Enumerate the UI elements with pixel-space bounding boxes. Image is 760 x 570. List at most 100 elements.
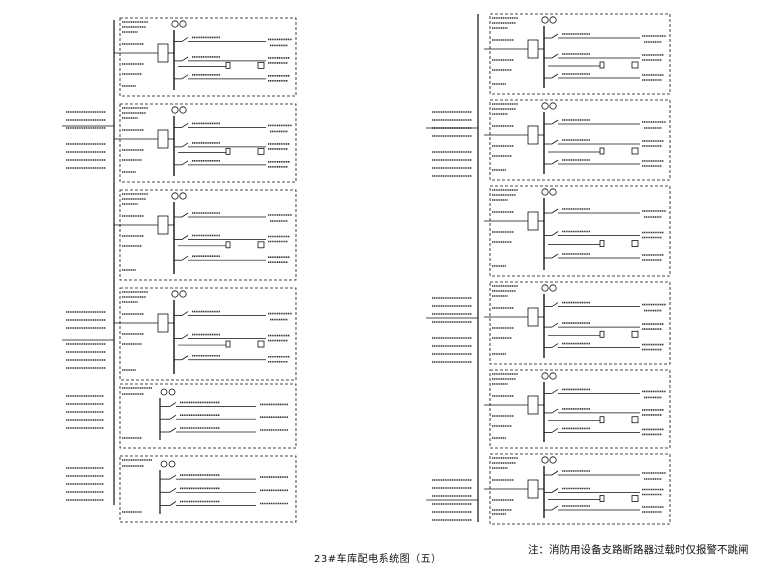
wire <box>181 142 189 148</box>
meter-symbol <box>168 460 176 468</box>
panel-boundary <box>119 17 297 97</box>
panel-boundary <box>119 103 297 183</box>
wire <box>181 160 189 166</box>
wire <box>551 322 559 328</box>
sub-board-boundary <box>119 455 297 523</box>
switch-box <box>157 129 169 149</box>
panel-boundary <box>489 185 671 277</box>
meter-symbol <box>160 460 168 468</box>
wire <box>181 74 189 80</box>
left-distribution-column <box>62 17 297 523</box>
meter-symbol <box>171 20 179 28</box>
meter-symbol <box>549 188 557 196</box>
switch-box <box>527 395 539 415</box>
distribution-panel <box>114 17 297 97</box>
wire <box>181 123 189 128</box>
meter-symbol <box>168 388 176 396</box>
distribution-panel <box>484 99 671 181</box>
panel-boundary <box>489 99 671 181</box>
wire <box>551 231 559 236</box>
panel-boundary <box>119 287 297 381</box>
distribution-panel <box>114 103 297 183</box>
contact-marker <box>225 340 231 348</box>
alarm-box <box>257 340 265 348</box>
wire <box>181 56 189 62</box>
wire <box>169 414 177 420</box>
wire <box>551 53 559 59</box>
wire <box>551 73 559 79</box>
contact-marker <box>599 330 605 338</box>
wire <box>169 487 177 493</box>
alarm-box <box>257 241 265 249</box>
distribution-panel <box>484 369 671 449</box>
switch-box <box>157 215 169 235</box>
contact-marker <box>225 61 231 69</box>
alarm-box <box>631 240 639 247</box>
meter-symbol <box>171 290 179 298</box>
meter-symbol <box>179 20 187 28</box>
contact-marker <box>599 416 605 424</box>
meter-symbol <box>541 284 549 292</box>
wire <box>551 343 559 348</box>
wire <box>181 255 189 261</box>
alarm-box <box>631 147 639 155</box>
wire <box>551 470 559 476</box>
distribution-panel <box>484 185 671 277</box>
contact-marker <box>225 147 231 155</box>
alarm-box <box>631 495 639 502</box>
meter-symbol <box>549 16 557 24</box>
switch-box <box>527 307 539 327</box>
alarm-box <box>631 416 639 424</box>
wire <box>181 311 189 316</box>
wire <box>181 37 189 42</box>
switch-box <box>157 313 169 333</box>
meter-symbol <box>541 16 549 24</box>
meter-symbol <box>541 188 549 196</box>
sub-distribution-board <box>119 383 297 449</box>
wire <box>181 355 189 361</box>
diagram-title: 23#车库配电系统图（五） <box>314 554 442 565</box>
meter-symbol <box>549 102 557 110</box>
right-distribution-column <box>426 13 671 525</box>
alarm-box <box>631 61 639 69</box>
wire <box>551 253 559 259</box>
panel-boundary <box>119 189 297 281</box>
contact-marker <box>599 147 605 155</box>
wire <box>551 302 559 307</box>
contact-marker <box>599 240 605 247</box>
switch-box <box>527 39 539 59</box>
panel-boundary <box>489 13 671 95</box>
wire <box>551 119 559 125</box>
meter-symbol <box>179 192 187 200</box>
footnote: 注：消防用设备支路断路器过载时仅报警不跳闸 <box>528 544 749 556</box>
meter-symbol <box>179 290 187 298</box>
meter-symbol <box>549 456 557 464</box>
wire <box>169 474 177 480</box>
meter-symbol <box>179 106 187 114</box>
alarm-box <box>631 330 639 338</box>
meter-symbol <box>549 372 557 380</box>
wire <box>551 408 559 414</box>
meter-symbol <box>549 284 557 292</box>
meter-symbol <box>541 456 549 464</box>
distribution-panel <box>484 13 671 95</box>
wire <box>169 402 177 407</box>
contact-marker <box>599 495 605 502</box>
distribution-panel <box>114 189 297 281</box>
distribution-panel <box>114 287 297 381</box>
wire <box>551 389 559 394</box>
meter-symbol <box>541 102 549 110</box>
contact-marker <box>225 241 231 249</box>
contact-marker <box>599 61 605 69</box>
wire <box>169 427 177 433</box>
switch-box <box>527 479 539 499</box>
wire <box>551 488 559 493</box>
wire <box>181 235 189 240</box>
switch-box <box>527 211 539 231</box>
wire <box>169 501 177 506</box>
wire <box>551 208 559 214</box>
wire <box>181 212 189 218</box>
alarm-box <box>257 147 265 155</box>
wire <box>551 505 559 511</box>
sub-distribution-board <box>119 455 297 523</box>
